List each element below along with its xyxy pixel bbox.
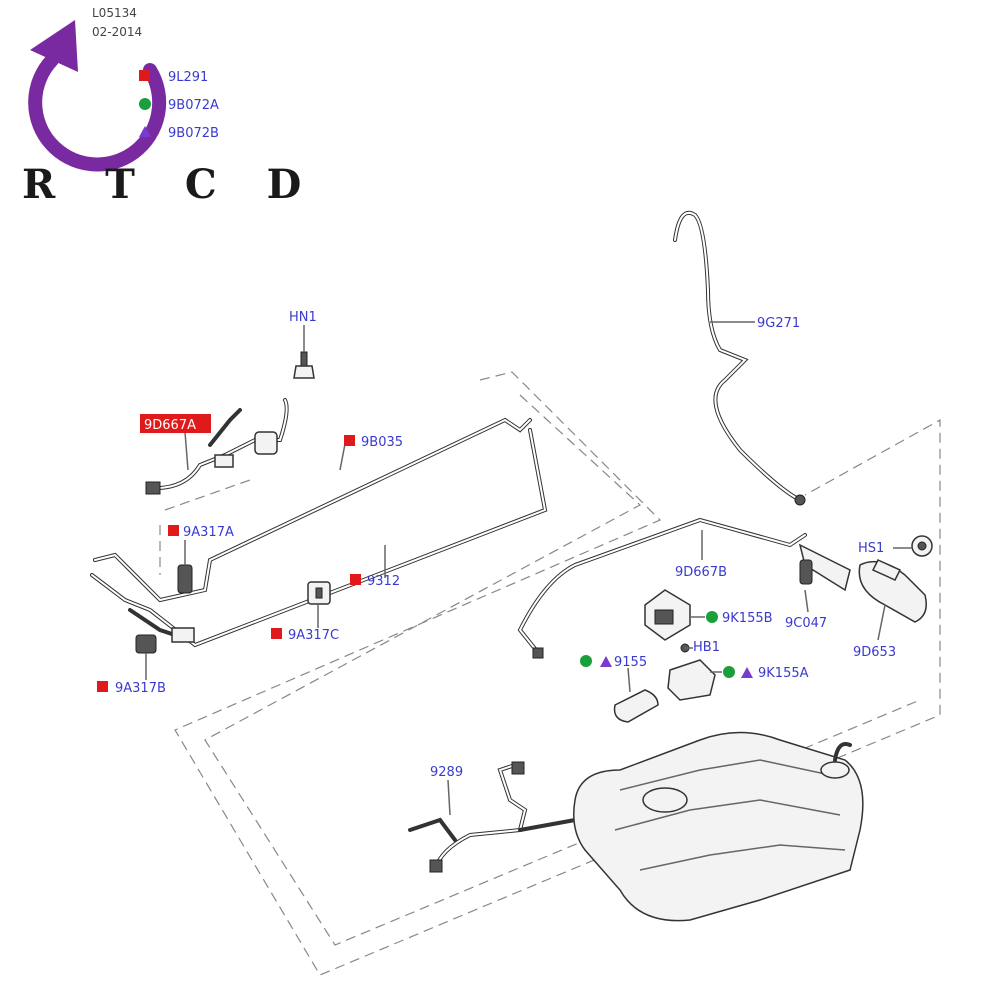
part-labels: HN1 9D667A 9B035 9A317A 9312 9A317C 9A31… bbox=[97, 310, 896, 780]
triangle-marker-icon bbox=[741, 667, 753, 678]
legend-label-circle: 9B072A bbox=[168, 98, 219, 113]
logo-text: R T C D bbox=[22, 161, 319, 208]
label-hs1: HS1 bbox=[858, 541, 884, 556]
label-9312: 9312 bbox=[367, 574, 400, 589]
logo-arrowhead-icon bbox=[30, 20, 78, 72]
label-9d667a: 9D667A bbox=[144, 418, 196, 433]
dashed-frames bbox=[159, 371, 941, 976]
label-9d667b: 9D667B bbox=[675, 565, 727, 580]
label-hn1: HN1 bbox=[289, 310, 317, 325]
module-9k155a bbox=[667, 659, 716, 701]
bolt-hn1 bbox=[293, 351, 315, 379]
harness-9d667a bbox=[145, 398, 289, 495]
circle-marker-icon bbox=[706, 611, 718, 623]
label-9c047: 9C047 bbox=[785, 616, 827, 631]
legend-label-triangle: 9B072B bbox=[168, 126, 219, 141]
square-marker-icon bbox=[168, 525, 179, 536]
label-hb1: HB1 bbox=[693, 640, 720, 655]
legend: 9L291 9B072A 9B072B bbox=[139, 70, 219, 141]
label-9a317c: 9A317C bbox=[288, 628, 339, 643]
triangle-marker-icon bbox=[600, 656, 612, 667]
legend-triangle-icon bbox=[139, 126, 151, 137]
clip-9a317c bbox=[307, 581, 331, 605]
circle-marker-icon bbox=[580, 655, 592, 667]
label-9g271: 9G271 bbox=[757, 316, 800, 331]
filler-tube-9g271 bbox=[673, 210, 806, 506]
harness-9289 bbox=[408, 761, 577, 873]
label-9a317b: 9A317B bbox=[115, 681, 166, 696]
clip-9a317b bbox=[135, 634, 157, 654]
logo-arrow-icon bbox=[28, 53, 167, 172]
label-9d667a-highlight bbox=[140, 414, 211, 433]
label-9k155b: 9K155B bbox=[722, 611, 773, 626]
fuel-tank bbox=[573, 731, 864, 922]
label-9b035: 9B035 bbox=[361, 435, 403, 450]
label-9k155a: 9K155A bbox=[758, 666, 809, 681]
label-9a317a: 9A317A bbox=[183, 525, 234, 540]
label-9289: 9289 bbox=[430, 765, 463, 780]
fuel-line-bundle bbox=[90, 417, 548, 648]
square-marker-icon bbox=[350, 574, 361, 585]
square-marker-icon bbox=[97, 681, 108, 692]
fuel-filter-9155 bbox=[613, 689, 659, 723]
ref-date: 02-2014 bbox=[92, 25, 142, 39]
square-marker-icon bbox=[344, 435, 355, 446]
logo: R T C D bbox=[22, 20, 319, 208]
fuel-line-9d667b bbox=[517, 517, 807, 659]
ref-code: L05134 bbox=[92, 6, 137, 20]
label-9155: 9155 bbox=[614, 655, 647, 670]
label-9d653: 9D653 bbox=[853, 645, 896, 660]
circle-marker-icon bbox=[723, 666, 735, 678]
module-9k155b bbox=[644, 589, 691, 641]
square-marker-icon bbox=[271, 628, 282, 639]
legend-square-icon bbox=[139, 70, 150, 81]
leader-lines bbox=[145, 321, 912, 816]
legend-label-square: 9L291 bbox=[168, 70, 208, 85]
canister-9d653 bbox=[798, 535, 933, 623]
clip-9a317a bbox=[177, 564, 193, 594]
legend-circle-icon bbox=[139, 98, 151, 110]
